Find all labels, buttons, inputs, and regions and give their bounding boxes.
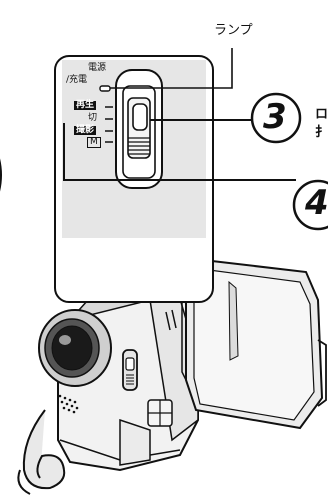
slider-knob-top <box>132 103 148 131</box>
lcd-edge <box>317 339 327 407</box>
hand-strap <box>22 409 66 490</box>
position-ticks <box>105 106 113 143</box>
lcd-slot <box>228 280 239 361</box>
lamp-label: ランプ <box>214 23 253 38</box>
lens-highlight <box>59 335 71 345</box>
side-text-2: 扌 <box>315 125 328 140</box>
charge-label: /充電 <box>66 75 88 85</box>
step3-circle <box>250 92 302 144</box>
lamp-indicator <box>99 85 111 92</box>
lcd-panel <box>193 267 315 421</box>
lamp-leader <box>110 48 233 89</box>
partial-circle-left <box>0 158 2 192</box>
control-buttons-grid <box>148 400 172 426</box>
off-label: 切 <box>88 113 98 123</box>
slider-ridges <box>128 137 150 155</box>
strap-end <box>17 469 31 495</box>
cassette-door <box>119 418 151 466</box>
record-label: 撮影 <box>74 125 97 135</box>
speaker-holes <box>58 394 79 414</box>
lens-glass <box>51 325 93 371</box>
manual-label: M <box>87 137 101 148</box>
step4-number: 4 <box>305 183 328 223</box>
body-switch-ridges <box>126 374 134 385</box>
body-switch-knob <box>125 357 135 371</box>
camera-grille <box>165 309 177 331</box>
power-label: 電源 <box>88 63 107 73</box>
step4-circle <box>292 179 328 231</box>
play-label: 再生 <box>74 100 97 110</box>
step4-leader <box>63 123 296 181</box>
step3-number: 3 <box>263 97 287 137</box>
side-text-1: ロ <box>315 107 328 122</box>
